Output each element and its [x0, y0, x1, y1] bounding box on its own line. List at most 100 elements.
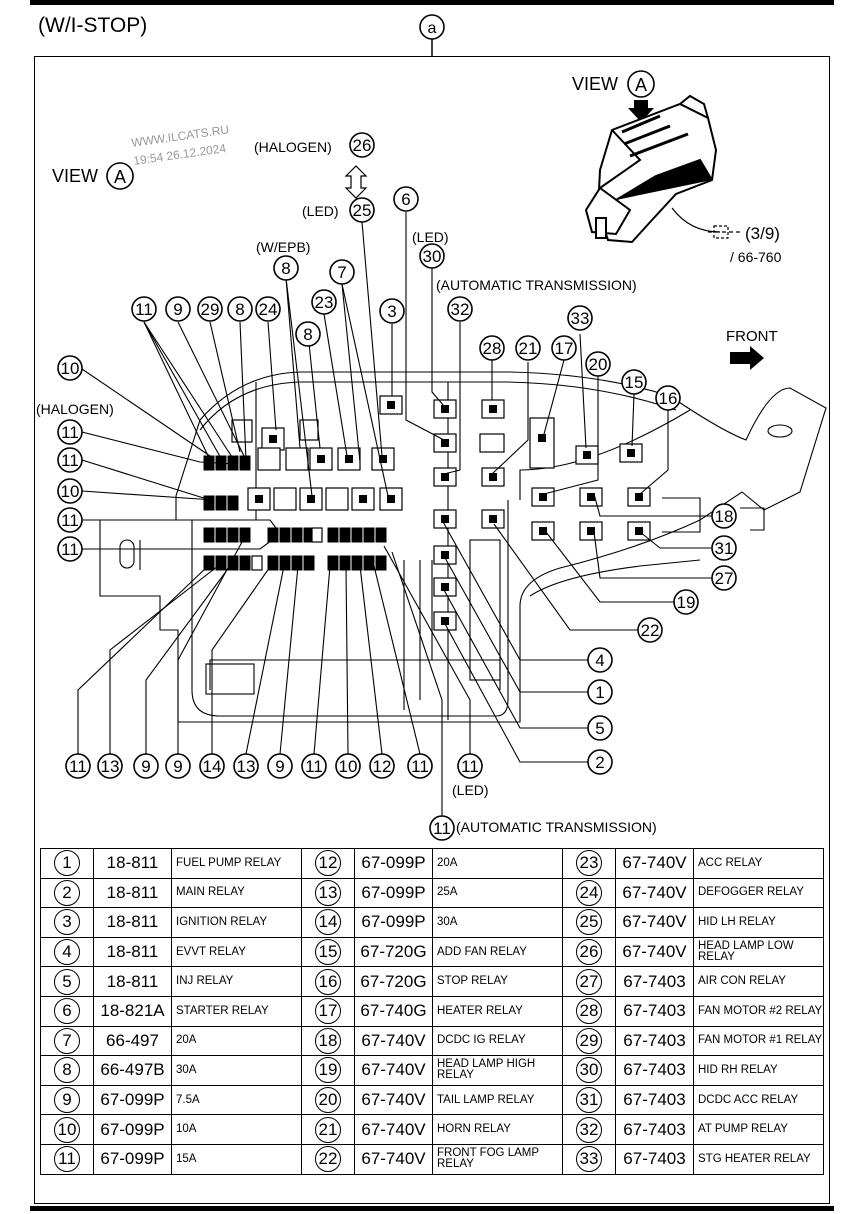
connector-ref-2: / 66-760	[730, 249, 782, 265]
item-number: 22	[315, 1146, 341, 1173]
callout-n15: 15	[625, 373, 644, 392]
fuse-box-diagram: a WWW.ILCATS.RU 19:54 26.12.2024 VIEW A …	[36, 14, 827, 841]
callout-n7: 7	[337, 263, 346, 282]
part-description: HID LH RELAY	[693, 907, 824, 938]
item-number: 27	[576, 968, 602, 995]
part-description: STG HEATER RELAY	[693, 1143, 824, 1175]
part-description: EVVT RELAY	[171, 936, 302, 968]
callout-n27: 27	[715, 569, 734, 588]
part-description: 30A	[171, 1055, 302, 1086]
part-number: 67-740V	[615, 848, 694, 879]
callout-n25: 25	[353, 201, 372, 220]
front-arrow-icon	[730, 346, 764, 370]
item-number: 13	[315, 879, 341, 906]
note-halogen-left: (HALOGEN)	[36, 401, 114, 417]
callout-n22: 22	[641, 621, 660, 640]
callout-bottom-11: 11	[461, 757, 479, 776]
part-description: STARTER RELAY	[171, 995, 302, 1027]
item-number: 26	[576, 939, 602, 966]
part-description: HEAD LAMP HIGH RELAY	[432, 1055, 563, 1086]
part-number: 67-720G	[354, 966, 433, 997]
table-cell-item: 14	[301, 907, 355, 938]
table-cell-item: 7	[40, 1025, 94, 1057]
table-cell-item: 3	[40, 907, 94, 938]
note-led-30: (LED)	[412, 229, 449, 245]
part-number: 67-740V	[615, 907, 694, 938]
table-cell-item: 26	[562, 936, 616, 968]
callout-n33: 33	[571, 309, 590, 328]
callout-n8_epb: 8	[281, 259, 290, 278]
table-cell-item: 1	[40, 848, 94, 879]
part-number: 18-811	[93, 907, 172, 938]
part-description: STOP RELAY	[432, 966, 563, 997]
table-cell-item: 22	[301, 1143, 355, 1175]
item-number: 11	[54, 1146, 80, 1173]
note-w-epb: (W/EPB)	[256, 239, 310, 255]
table-cell-item: 25	[562, 907, 616, 938]
part-number: 67-099P	[354, 877, 433, 909]
part-description: FUEL PUMP RELAY	[171, 848, 302, 879]
callout-n10_b: 10	[61, 482, 80, 501]
part-number: 67-099P	[93, 1143, 172, 1175]
item-number: 6	[54, 998, 80, 1025]
note-led-bottom: (LED)	[452, 782, 489, 798]
callout-bottom-0: 11	[69, 757, 87, 776]
item-number: 15	[315, 939, 341, 966]
part-description: 25A	[432, 877, 563, 909]
part-description: 10A	[171, 1114, 302, 1145]
item-number: 16	[315, 968, 341, 995]
part-description: FRONT FOG LAMP RELAY	[432, 1143, 563, 1175]
table-cell-item: 32	[562, 1114, 616, 1145]
inset-view-label: VIEW	[572, 74, 618, 94]
item-number: 25	[576, 909, 602, 936]
item-number: 33	[576, 1146, 602, 1173]
callout-bottom-5: 13	[237, 757, 256, 776]
leader-lines	[77, 212, 720, 816]
part-number: 67-099P	[93, 1084, 172, 1116]
item-number: 21	[315, 1116, 341, 1143]
table-cell-item: 16	[301, 966, 355, 997]
part-number: 67-720G	[354, 936, 433, 968]
table-cell-item: 2	[40, 877, 94, 909]
callout-n10_a: 10	[61, 359, 80, 378]
item-number: 24	[576, 879, 602, 906]
table-cell-item: 27	[562, 966, 616, 997]
part-description: HEAD LAMP LOW RELAY	[693, 936, 824, 968]
table-cell-item: 33	[562, 1143, 616, 1175]
part-number: 18-811	[93, 936, 172, 968]
item-number: 32	[576, 1116, 602, 1143]
callout-n31: 31	[715, 539, 734, 558]
part-number: 67-7403	[615, 1114, 694, 1145]
part-number: 67-7403	[615, 1084, 694, 1116]
callout-bottom-1: 13	[101, 757, 120, 776]
part-number: 67-099P	[93, 1114, 172, 1145]
callout-n21: 21	[519, 339, 538, 358]
part-number: 18-811	[93, 966, 172, 997]
item-number: 1	[54, 850, 80, 877]
item-number: 4	[54, 939, 80, 966]
callout-n11_d: 11	[61, 540, 79, 559]
table-cell-item: 31	[562, 1084, 616, 1116]
inset-view-letter: A	[635, 75, 647, 95]
part-description: AT PUMP RELAY	[693, 1114, 824, 1145]
callout-n9_top: 9	[173, 300, 182, 319]
table-cell-item: 4	[40, 936, 94, 968]
callout-n11_b: 11	[61, 451, 79, 470]
table-cell-item: 28	[562, 995, 616, 1027]
callout-bottom-7: 11	[305, 757, 323, 776]
callout-n20: 20	[589, 355, 608, 374]
part-description: FAN MOTOR #2 RELAY	[693, 995, 824, 1027]
item-number: 7	[54, 1027, 80, 1054]
part-description: HID RH RELAY	[693, 1055, 824, 1086]
fuse-relay-slots	[203, 395, 651, 631]
callout-n1: 1	[595, 683, 604, 702]
callout-n3: 3	[387, 302, 396, 321]
